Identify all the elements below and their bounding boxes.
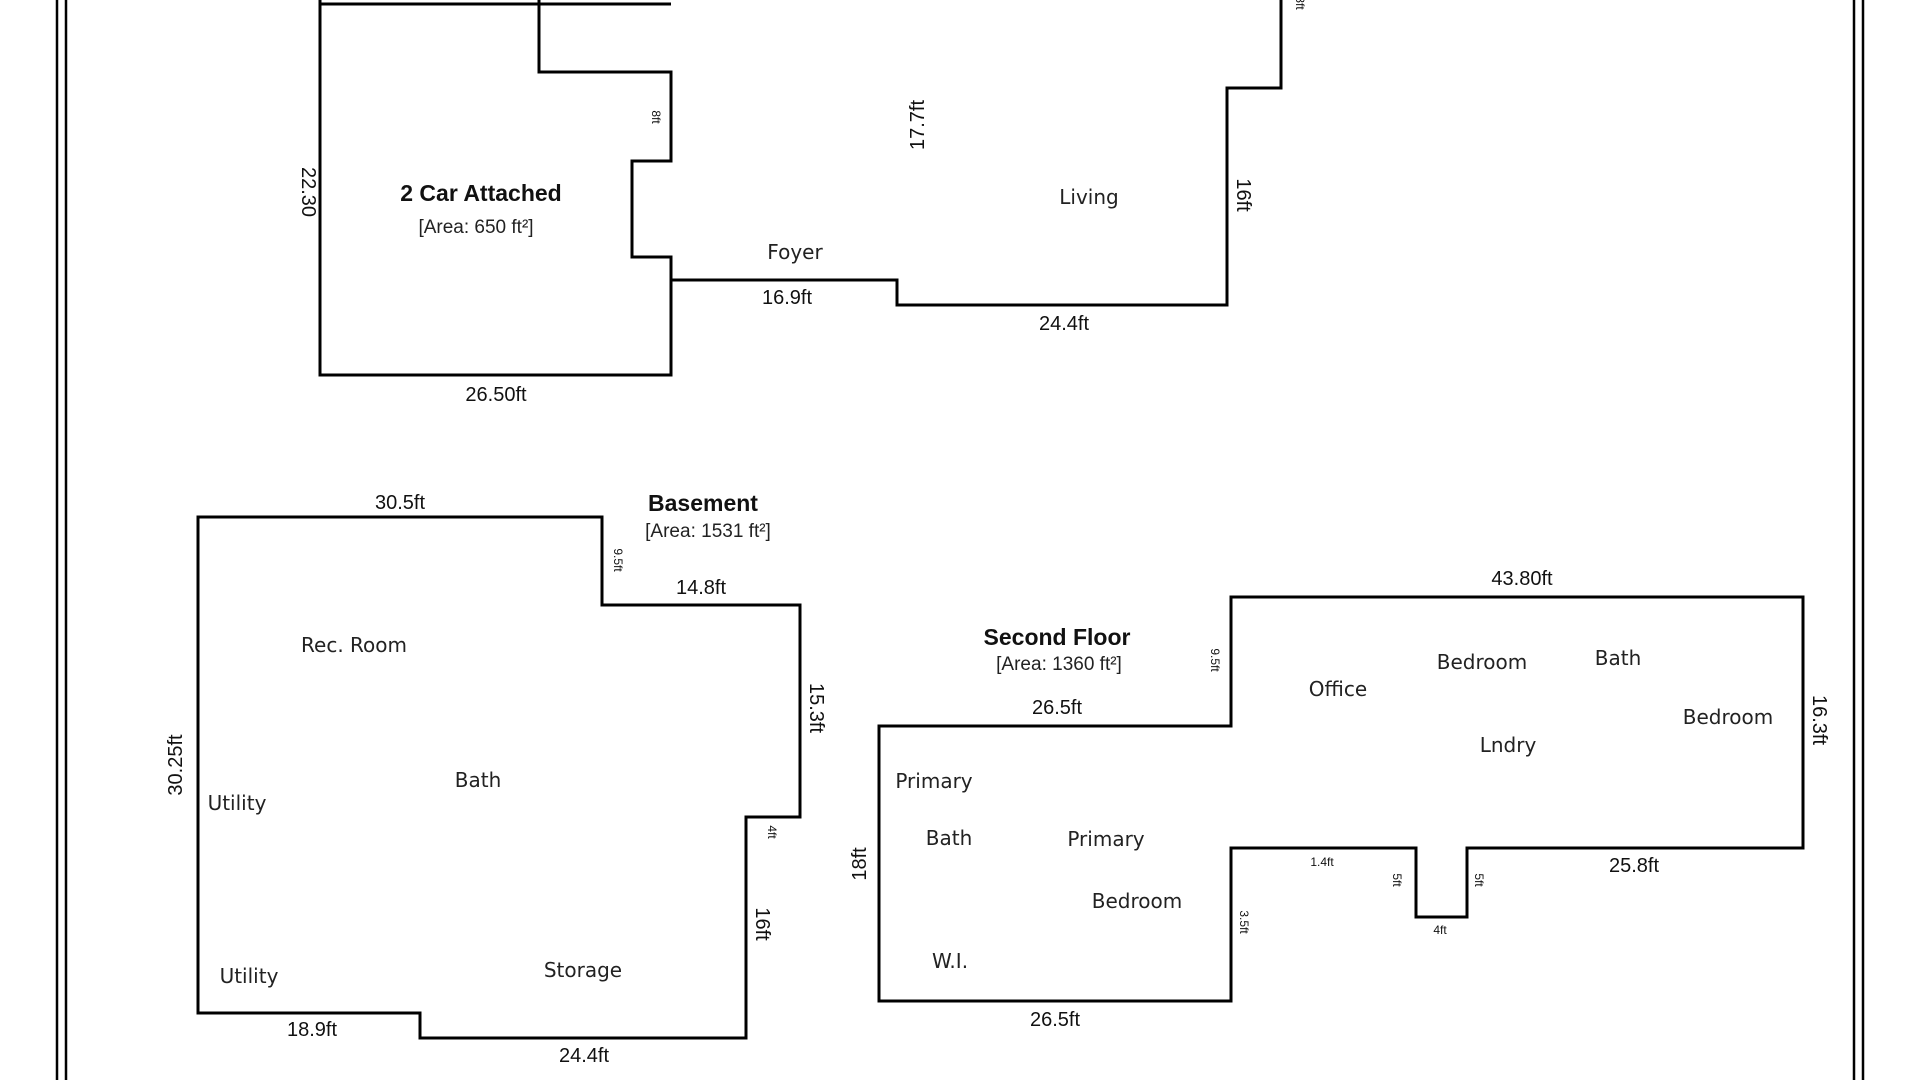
second-floor-bottom-dim: 26.5ft xyxy=(1030,1009,1080,1031)
basement-step-vertical-dim: 9.5ft xyxy=(611,548,625,572)
second-floor-left-top-dim: 26.5ft xyxy=(1032,697,1082,719)
office-label: Office xyxy=(1309,677,1367,701)
second-floor-notch-d-dim: 4ft xyxy=(1433,923,1447,937)
basement-right-lower-dim: 16ft xyxy=(751,907,773,941)
second-floor-notch-a-dim: 1.4ft xyxy=(1310,855,1334,869)
first-floor-outline xyxy=(318,0,1283,377)
garage-left-dim: 22.30 xyxy=(297,167,319,217)
first-floor-right-dim: 16ft xyxy=(1232,178,1254,212)
primary-bath-label-line1: Primary xyxy=(895,769,972,793)
second-floor-title: Second Floor xyxy=(984,624,1131,650)
bedroom-right-label: Bedroom xyxy=(1683,705,1773,729)
basement-area: [Area: 1531 ft²] xyxy=(645,521,771,542)
storage-label: Storage xyxy=(544,958,622,982)
second-floor-area: [Area: 1360 ft²] xyxy=(996,654,1122,675)
walk-in-label: W.I. xyxy=(932,949,968,973)
basement-bottom-right-dim: 24.4ft xyxy=(559,1045,609,1067)
foyer-bottom-dim: 16.9ft xyxy=(762,287,812,309)
first-floor-depth-dim: 17.7ft xyxy=(907,100,929,150)
basement-right-step-dim: 4ft xyxy=(765,825,779,839)
living-label: Living xyxy=(1059,185,1118,209)
basement-title: Basement xyxy=(648,490,758,516)
second-floor-right-dim: 16.3ft xyxy=(1808,695,1830,745)
utility-upper-label: Utility xyxy=(208,791,267,815)
primary-bedroom-label-line2: Bedroom xyxy=(1092,889,1182,913)
garage-inner-wall xyxy=(537,0,673,280)
rec-room-label: Rec. Room xyxy=(301,633,407,657)
second-floor-outline xyxy=(877,595,1805,1003)
second-floor-left-dim: 18ft xyxy=(849,847,871,881)
basement-outline xyxy=(196,515,802,1040)
second-floor-plan: Second Floor [Area: 1360 ft²] Office Bed… xyxy=(849,568,1830,1031)
second-floor-notch-e-dim: 3.5ft xyxy=(1237,910,1251,934)
page-frame xyxy=(55,0,1865,1080)
basement-plan: Basement [Area: 1531 ft²] Rec. Room Bath… xyxy=(165,490,827,1067)
living-bottom-dim: 24.4ft xyxy=(1039,313,1089,335)
basement-bottom-left-dim: 18.9ft xyxy=(287,1019,337,1041)
garage-area: [Area: 650 ft²] xyxy=(418,217,533,238)
primary-bath-label-line2: Bath xyxy=(926,826,973,850)
second-floor-notch-c-dim: 5ft xyxy=(1472,873,1486,887)
second-floor-notch-b-dim: 5ft xyxy=(1390,873,1404,887)
second-floor-step-left-dim: 9.5ft xyxy=(1208,648,1222,672)
second-floor-bottom-right-dim: 25.8ft xyxy=(1609,855,1659,877)
basement-top-dim: 30.5ft xyxy=(375,492,425,514)
basement-step-top-dim: 14.8ft xyxy=(676,577,726,599)
laundry-label: Lndry xyxy=(1480,733,1537,757)
garage-title: 2 Car Attached xyxy=(400,180,561,206)
basement-left-dim: 30.25ft xyxy=(165,734,187,796)
first-floor-top-right-dim: 3ft xyxy=(1293,0,1307,10)
first-floor-plan: 2 Car Attached [Area: 650 ft²] 26.50ft 2… xyxy=(297,0,1307,406)
basement-bath-label: Bath xyxy=(455,768,502,792)
bath-upper-label: Bath xyxy=(1595,646,1642,670)
foyer-label: Foyer xyxy=(767,240,823,264)
primary-bedroom-label-line1: Primary xyxy=(1067,827,1144,851)
bedroom-upper-label: Bedroom xyxy=(1437,650,1527,674)
utility-lower-label: Utility xyxy=(220,964,279,988)
garage-bottom-dim: 26.50ft xyxy=(465,384,527,406)
second-floor-top-dim: 43.80ft xyxy=(1491,568,1553,590)
basement-right-upper-dim: 15.3ft xyxy=(805,683,827,733)
garage-notch-dim: 8ft xyxy=(649,110,663,124)
